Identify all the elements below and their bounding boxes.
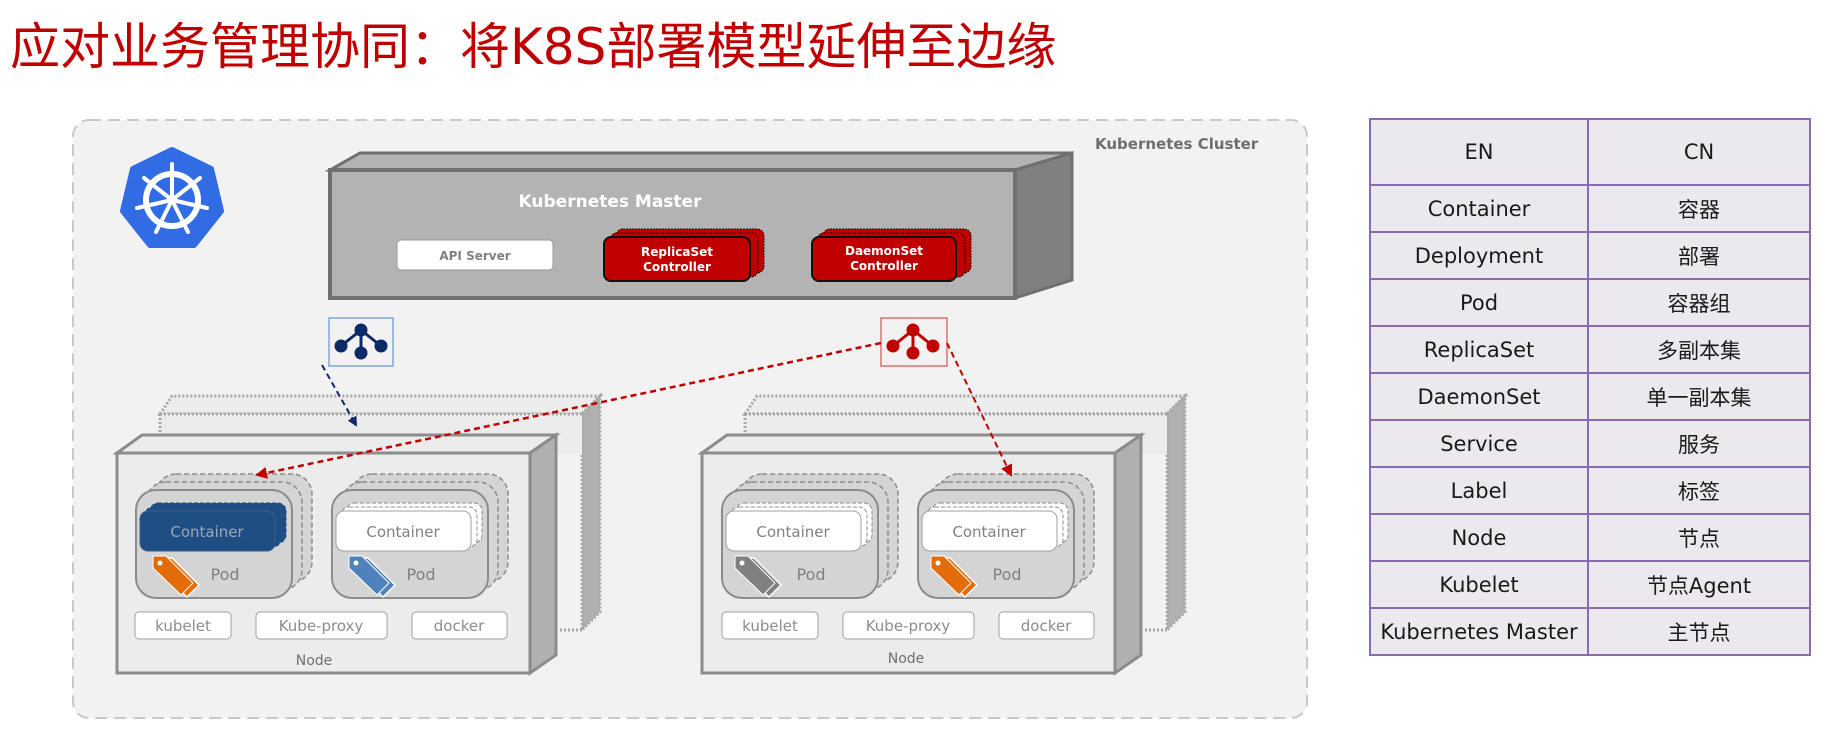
daemonset-controller-line2: Controller [850, 259, 918, 273]
cluster-label: Kubernetes Cluster [1095, 135, 1259, 153]
kubelet-label: kubelet [155, 617, 211, 635]
glossary-header-row: EN CN [1369, 118, 1811, 186]
node-label: Node [296, 653, 333, 669]
kubelet-component [721, 611, 819, 640]
term-cn: 节点 [1587, 513, 1811, 562]
daemonset-arrow-node2 [946, 342, 1013, 477]
pod-label: Pod [796, 565, 825, 584]
term-en: Kubernetes Master [1369, 607, 1589, 656]
container-label: Container [756, 523, 830, 541]
term-cn: 多副本集 [1587, 325, 1811, 374]
node-2: Container Pod Container Pod [697, 432, 1146, 676]
container-label: Container [952, 523, 1026, 541]
term-cn: 标签 [1587, 466, 1811, 515]
term-en: Node [1369, 513, 1589, 562]
docker-label: docker [434, 617, 485, 635]
docker-label: docker [1021, 617, 1072, 635]
kubernetes-helm-wheel-icon [120, 147, 224, 248]
term-en: ReplicaSet [1369, 325, 1589, 374]
kube-proxy-component [255, 611, 388, 640]
pod: Container Pod [917, 473, 1095, 599]
term-cn: 节点Agent [1587, 560, 1811, 609]
term-en: DaemonSet [1369, 372, 1589, 421]
term-en: Pod [1369, 278, 1589, 327]
daemonset-network-icon [880, 317, 948, 367]
replicaset-controller: ReplicaSet Controller [603, 228, 765, 282]
replicaset-controller-line1: ReplicaSet [641, 245, 713, 259]
daemonset-controller: DaemonSet Controller [811, 228, 972, 282]
label-tag-icon [734, 555, 783, 599]
term-en: Kubelet [1369, 560, 1589, 609]
api-server [396, 239, 554, 271]
docker-component [998, 611, 1095, 640]
pod: Container Pod [721, 473, 899, 599]
label-tag-icon [930, 555, 979, 599]
term-cn: 部署 [1587, 231, 1811, 280]
pod: Container Pod [135, 473, 313, 599]
node-label: Node [888, 651, 925, 667]
kube-proxy-label: Kube-proxy [279, 617, 364, 635]
pod-label: Pod [210, 565, 239, 584]
docker-component [411, 611, 508, 640]
header-cn: CN [1587, 118, 1811, 186]
kubelet-label: kubelet [742, 617, 798, 635]
container-label: Container [170, 523, 244, 541]
pod: Container Pod [331, 473, 509, 599]
header-en: EN [1369, 118, 1589, 186]
replicaset-arrow [321, 364, 357, 427]
term-en: Label [1369, 466, 1589, 515]
replicaset-network-icon [328, 317, 394, 367]
pod-label: Pod [992, 565, 1021, 584]
kubernetes-master: Kubernetes Master API Server ReplicaSet … [324, 150, 1074, 301]
api-server-label: API Server [439, 249, 510, 263]
page-title: 应对业务管理协同：将K8S部署模型延伸至边缘 [10, 18, 1057, 76]
label-tag-icon [152, 555, 201, 599]
daemonset-controller-line1: DaemonSet [845, 244, 923, 258]
term-cn: 容器组 [1587, 278, 1811, 327]
label-tag-icon [348, 555, 397, 599]
term-cn: 容器 [1587, 184, 1811, 233]
container-label: Container [366, 523, 440, 541]
kube-proxy-component [842, 611, 975, 640]
term-cn: 单一副本集 [1587, 372, 1811, 421]
node-1: Container Pod Container Pod [112, 432, 561, 676]
replicaset-controller-line2: Controller [643, 260, 711, 274]
master-label: Kubernetes Master [519, 192, 703, 212]
term-en: Service [1369, 419, 1589, 468]
term-cn: 主节点 [1587, 607, 1811, 656]
kube-proxy-label: Kube-proxy [866, 617, 951, 635]
daemonset-arrow-node1 [255, 341, 882, 479]
kubelet-component [134, 611, 232, 640]
term-cn: 服务 [1587, 419, 1811, 468]
pod-label: Pod [406, 565, 435, 584]
term-en: Deployment [1369, 231, 1589, 280]
term-en: Container [1369, 184, 1589, 233]
